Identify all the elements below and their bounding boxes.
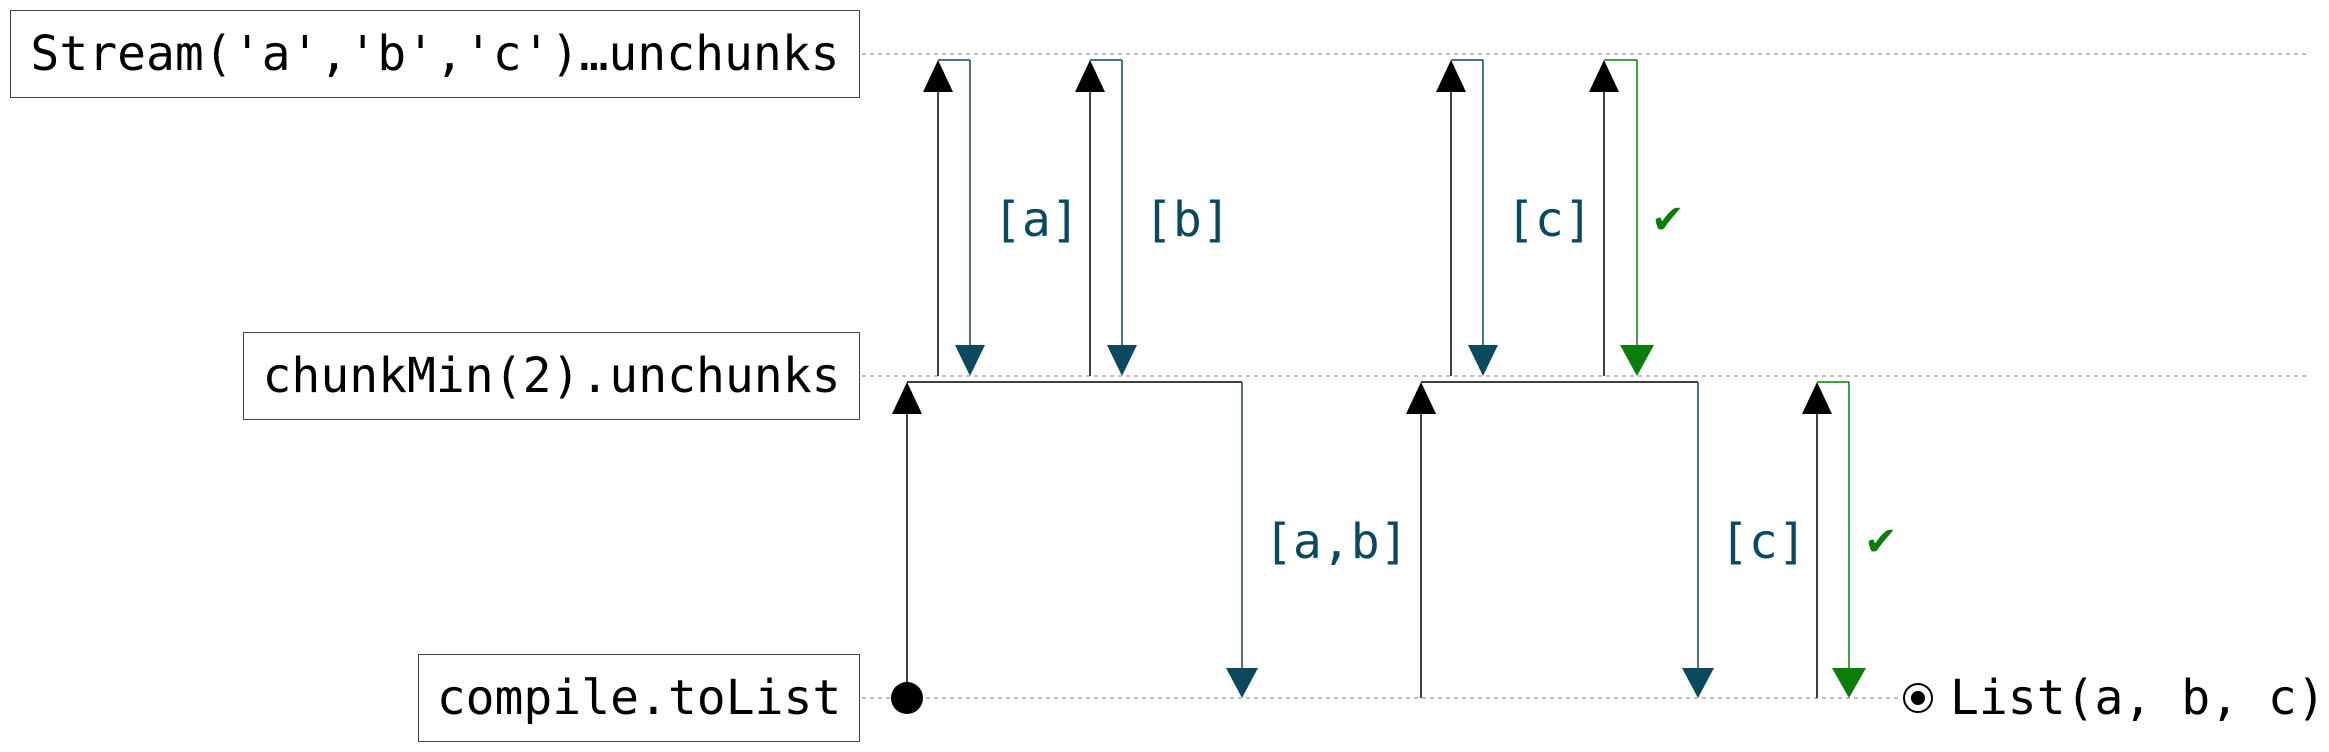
message-label-c-top: [c] [1506, 192, 1593, 248]
message-label-b: [b] [1144, 192, 1231, 248]
emit-arrow [1682, 382, 1714, 698]
chunk-stage-label: chunkMin(2).unchunks [262, 348, 841, 404]
stream-stage-label: Stream('a','b','c')…unchunks [30, 26, 840, 82]
done-check-icon-bottom: ✔ [1864, 519, 1898, 565]
emit-arrow [1107, 60, 1137, 376]
pull-arrow [1436, 60, 1466, 376]
done-arrow [1620, 60, 1654, 376]
done-check-icon-top: ✔ [1651, 197, 1685, 243]
message-label-ab: [a,b] [1264, 514, 1409, 570]
start-dot [891, 682, 923, 714]
emit-arrow [955, 60, 985, 376]
compile-stage-box: compile.toList [418, 654, 860, 742]
result-marker-center [1911, 691, 1925, 705]
result-label: List(a, b, c) [1950, 670, 2326, 726]
done-arrow [1832, 382, 1866, 698]
emit-arrow [1468, 60, 1498, 376]
pull-arrow [892, 382, 922, 698]
chunk-stage-box: chunkMin(2).unchunks [243, 332, 860, 420]
pull-arrow [1406, 382, 1436, 698]
pull-arrow [1589, 60, 1619, 376]
pull-arrow [1802, 382, 1832, 698]
message-label-a: [a] [993, 192, 1080, 248]
pull-arrow [1075, 60, 1105, 376]
compile-stage-label: compile.toList [436, 670, 842, 726]
pull-arrow [923, 60, 953, 376]
stream-stage-box: Stream('a','b','c')…unchunks [10, 10, 860, 98]
emit-arrow [1226, 382, 1258, 698]
message-label-c-bottom: [c] [1720, 514, 1807, 570]
